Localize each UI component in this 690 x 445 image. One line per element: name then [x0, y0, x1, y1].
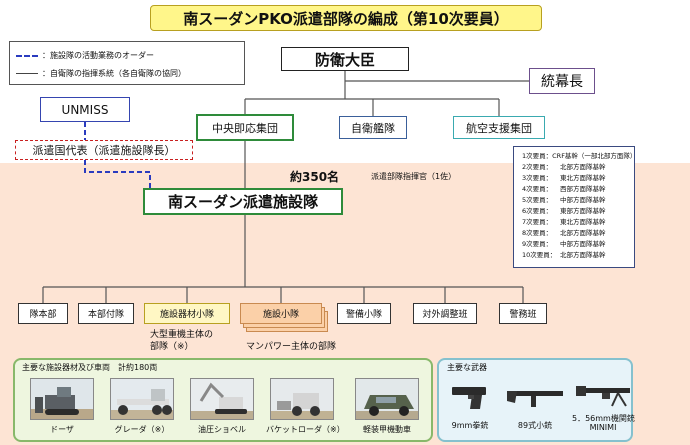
rotation-item: 8次要員：北部方面隊基幹 — [522, 229, 606, 237]
rotation-item: 7次要員：東北方面隊基幹 — [522, 218, 606, 226]
legend-solid-label: ：自衛隊の指揮系統（各自衛隊の協同） — [42, 69, 186, 78]
equipment-caption: グレーダ（※） — [114, 425, 170, 434]
subunit-military-police: 警務班 — [499, 303, 547, 324]
node-minister-of-defense: 防衛大臣 — [281, 47, 409, 71]
pistol-image — [448, 381, 492, 411]
subunit-external-coordination: 対外調整班 — [413, 303, 477, 324]
grader-image — [110, 378, 174, 420]
hydraulic-shovel-image — [190, 378, 254, 420]
node-joint-staff-chief: 統幕長 — [529, 68, 595, 94]
legend-solid-row: ：自衛隊の指揮系統（各自衛隊の協同） — [16, 68, 186, 79]
rotation-item: 6次要員：東部方面隊基幹 — [522, 207, 606, 215]
construction-platoon-note: マンパワー主体の部隊 — [246, 342, 337, 352]
rotation-item: 4次要員：西部方面隊基幹 — [522, 185, 606, 193]
subunit-hq-support: 本部付隊 — [78, 303, 134, 324]
node-central-readiness-force: 中央即応集団 — [196, 114, 294, 141]
equipment-platoon-note: 大型重機主体の 部隊（※） — [150, 330, 214, 352]
node-air-support-command: 航空支援集団 — [453, 116, 545, 139]
commander-rank: 派遣部隊指揮官（1佐） — [371, 172, 457, 181]
legend-dashed-row: ：施設隊の活動業務のオーダー — [16, 50, 154, 61]
legend-dashed-label: ：施設隊の活動業務のオーダー — [42, 51, 154, 60]
machine-gun-image — [574, 378, 632, 410]
dozer-image — [30, 378, 94, 420]
legend: ：施設隊の活動業務のオーダー ：自衛隊の指揮系統（各自衛隊の協同） — [9, 41, 245, 85]
rotation-item: 3次要員：東北方面隊基幹 — [522, 174, 606, 182]
weapons-title: 主要な武器 — [447, 363, 487, 372]
weapon-caption: 5．56mm機関銃 MINIMI — [572, 414, 635, 432]
rotation-item: 1次要員：CRF基幹（一部北部方面隊） — [522, 152, 637, 160]
solid-line-swatch — [16, 73, 38, 74]
node-national-representative: 派遣国代表（派遣施設隊長） — [15, 140, 193, 160]
bucket-loader-image — [270, 378, 334, 420]
equipment-caption: 軽装甲機動車 — [363, 425, 411, 434]
equipment-title: 主要な施設器材及び車両 計約180両 — [22, 363, 158, 372]
weapon-caption: 89式小銃 — [517, 421, 553, 430]
rotation-list: 1次要員：CRF基幹（一部北部方面隊） 2次要員：北部方面隊基幹 3次要員：東北… — [513, 146, 637, 268]
subunit-construction-platoon: 施設小隊 — [240, 303, 322, 324]
rotation-item: 9次要員：中部方面隊基幹 — [522, 240, 606, 248]
node-unmiss: UNMISS — [40, 97, 130, 122]
rifle-image — [505, 381, 565, 411]
rotation-item: 10次要員：北部方面隊基幹 — [522, 251, 606, 259]
personnel-count: 約350名 — [290, 170, 340, 184]
node-south-sudan-engineering-unit: 南スーダン派遣施設隊 — [143, 188, 343, 215]
equipment-caption: 油圧ショベル — [198, 425, 246, 434]
subunit-security-platoon: 警備小隊 — [337, 303, 391, 324]
equipment-caption: バケットローダ（※） — [266, 425, 345, 434]
subunit-hq: 隊本部 — [18, 303, 68, 324]
dashed-line-swatch — [16, 54, 38, 57]
page-title: 南スーダンPKO派遣部隊の編成（第10次要員） — [150, 5, 542, 31]
weapon-caption: 9mm拳銃 — [451, 421, 489, 430]
subunit-equipment-platoon: 施設器材小隊 — [144, 303, 230, 324]
equipment-caption: ドーザ — [50, 425, 74, 434]
armored-vehicle-image — [355, 378, 419, 420]
rotation-item: 2次要員：北部方面隊基幹 — [522, 163, 606, 171]
rotation-item: 5次要員：中部方面隊基幹 — [522, 196, 606, 204]
node-self-defense-fleet: 自衛艦隊 — [339, 116, 407, 139]
